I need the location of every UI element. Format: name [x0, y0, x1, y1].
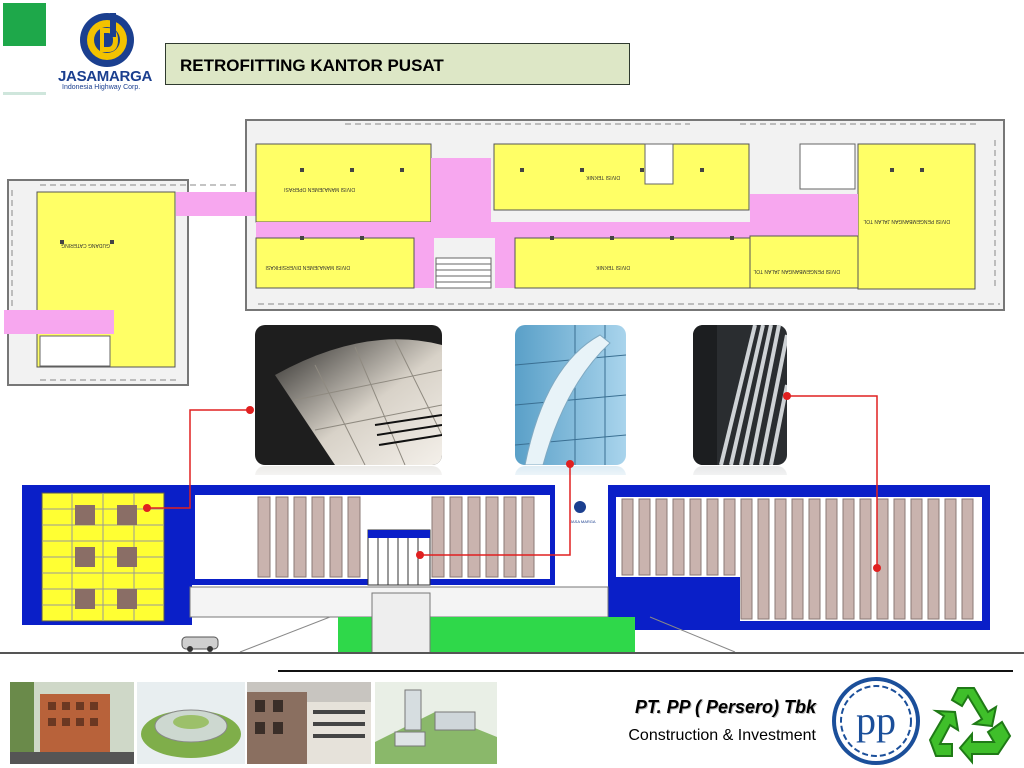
louvre-fin: [859, 498, 872, 620]
plan-label-diversifikasi: DIVISI MANAJEMEN DIVERSIFIKASI: [266, 264, 350, 270]
louvre-fin: [791, 498, 804, 620]
company-tagline: Construction & Investment: [628, 727, 816, 744]
louvre-fin: [825, 498, 838, 620]
glass-fin-photo: [515, 325, 626, 465]
plan-label-teknik-bottom: DIVISI TEKNIK: [596, 264, 630, 270]
car-icon: [181, 636, 219, 652]
louvre-fin: [910, 498, 923, 620]
plan-label-operasi: DIVISI MANAJEMEN OPERASI: [284, 186, 355, 192]
logo-subtitle: Indonesia Highway Corp.: [62, 84, 141, 91]
plan-label-pengembangan-bottom: DIVISI PENGEMBANGAN JALAN TOL: [753, 268, 840, 274]
louvre-fin: [961, 498, 974, 620]
louvre-fin: [774, 498, 787, 620]
building-thumbnail-4: [375, 682, 497, 764]
front-elevation: JASA MARGA: [0, 475, 1024, 670]
building-thumbnail-3: [247, 682, 371, 764]
logo-wordmark: JASAMARGA: [58, 68, 152, 85]
floor-plan: GUDANG CATERING DIVISI MANAJEMEN OPERASI…: [4, 119, 1005, 386]
building-thumbnail-2: [137, 682, 245, 764]
room-teknik-bottom: [514, 237, 751, 289]
louvre-fin: [638, 498, 651, 576]
louvre-fin: [927, 498, 940, 620]
louvre-fin: [842, 498, 855, 620]
green-underline-marker: [3, 92, 46, 95]
room-pengembangan-right: [857, 143, 976, 290]
louvre-photo: [693, 325, 787, 465]
company-name: PT. PP ( Persero) Tbk: [634, 697, 816, 717]
plan-label-teknik-top: DIVISI TEKNIK: [586, 174, 620, 180]
recycle-icon: [928, 687, 1012, 765]
building-thumbnail-1: [10, 682, 134, 764]
jasamarga-logo-icon: [80, 13, 134, 67]
plan-label-pengembangan-right: DIVISI PENGEMBANGAN JALAN TOL: [863, 218, 950, 224]
louvre-fin: [672, 498, 685, 576]
facade-logo-icon: [574, 501, 586, 513]
louvre-fin: [689, 498, 702, 576]
green-square-marker: [3, 3, 46, 46]
callout-dot: [246, 406, 254, 414]
louvre-fin: [808, 498, 821, 620]
room-pengembangan-bottom: [749, 235, 859, 289]
room-manajemen-diversifikasi: [255, 237, 415, 289]
pp-logo-icon: pp: [832, 677, 920, 765]
louvre-fin: [944, 498, 957, 620]
louvre-fin: [740, 498, 753, 620]
louvre-fin: [893, 498, 906, 620]
louvre-fin: [876, 498, 889, 620]
louvre-fin: [757, 498, 770, 620]
louvre-fin: [621, 498, 634, 576]
facade-logo-text: JASA MARGA: [570, 519, 596, 524]
footer-rule: [278, 670, 1013, 672]
plan-label-gudang: GUDANG CATERING: [61, 242, 110, 248]
louvre-fin: [706, 498, 719, 576]
cladding-panel-photo: [255, 325, 442, 465]
louvre-fin: [723, 498, 736, 576]
pp-logo-text: pp: [856, 698, 896, 743]
title-box: [165, 43, 630, 85]
slide-title: RETROFITTING KANTOR PUSAT: [180, 56, 444, 75]
room-teknik-top: [493, 143, 750, 211]
room-manajemen-operasi: [255, 143, 432, 223]
louvre-fin: [655, 498, 668, 576]
